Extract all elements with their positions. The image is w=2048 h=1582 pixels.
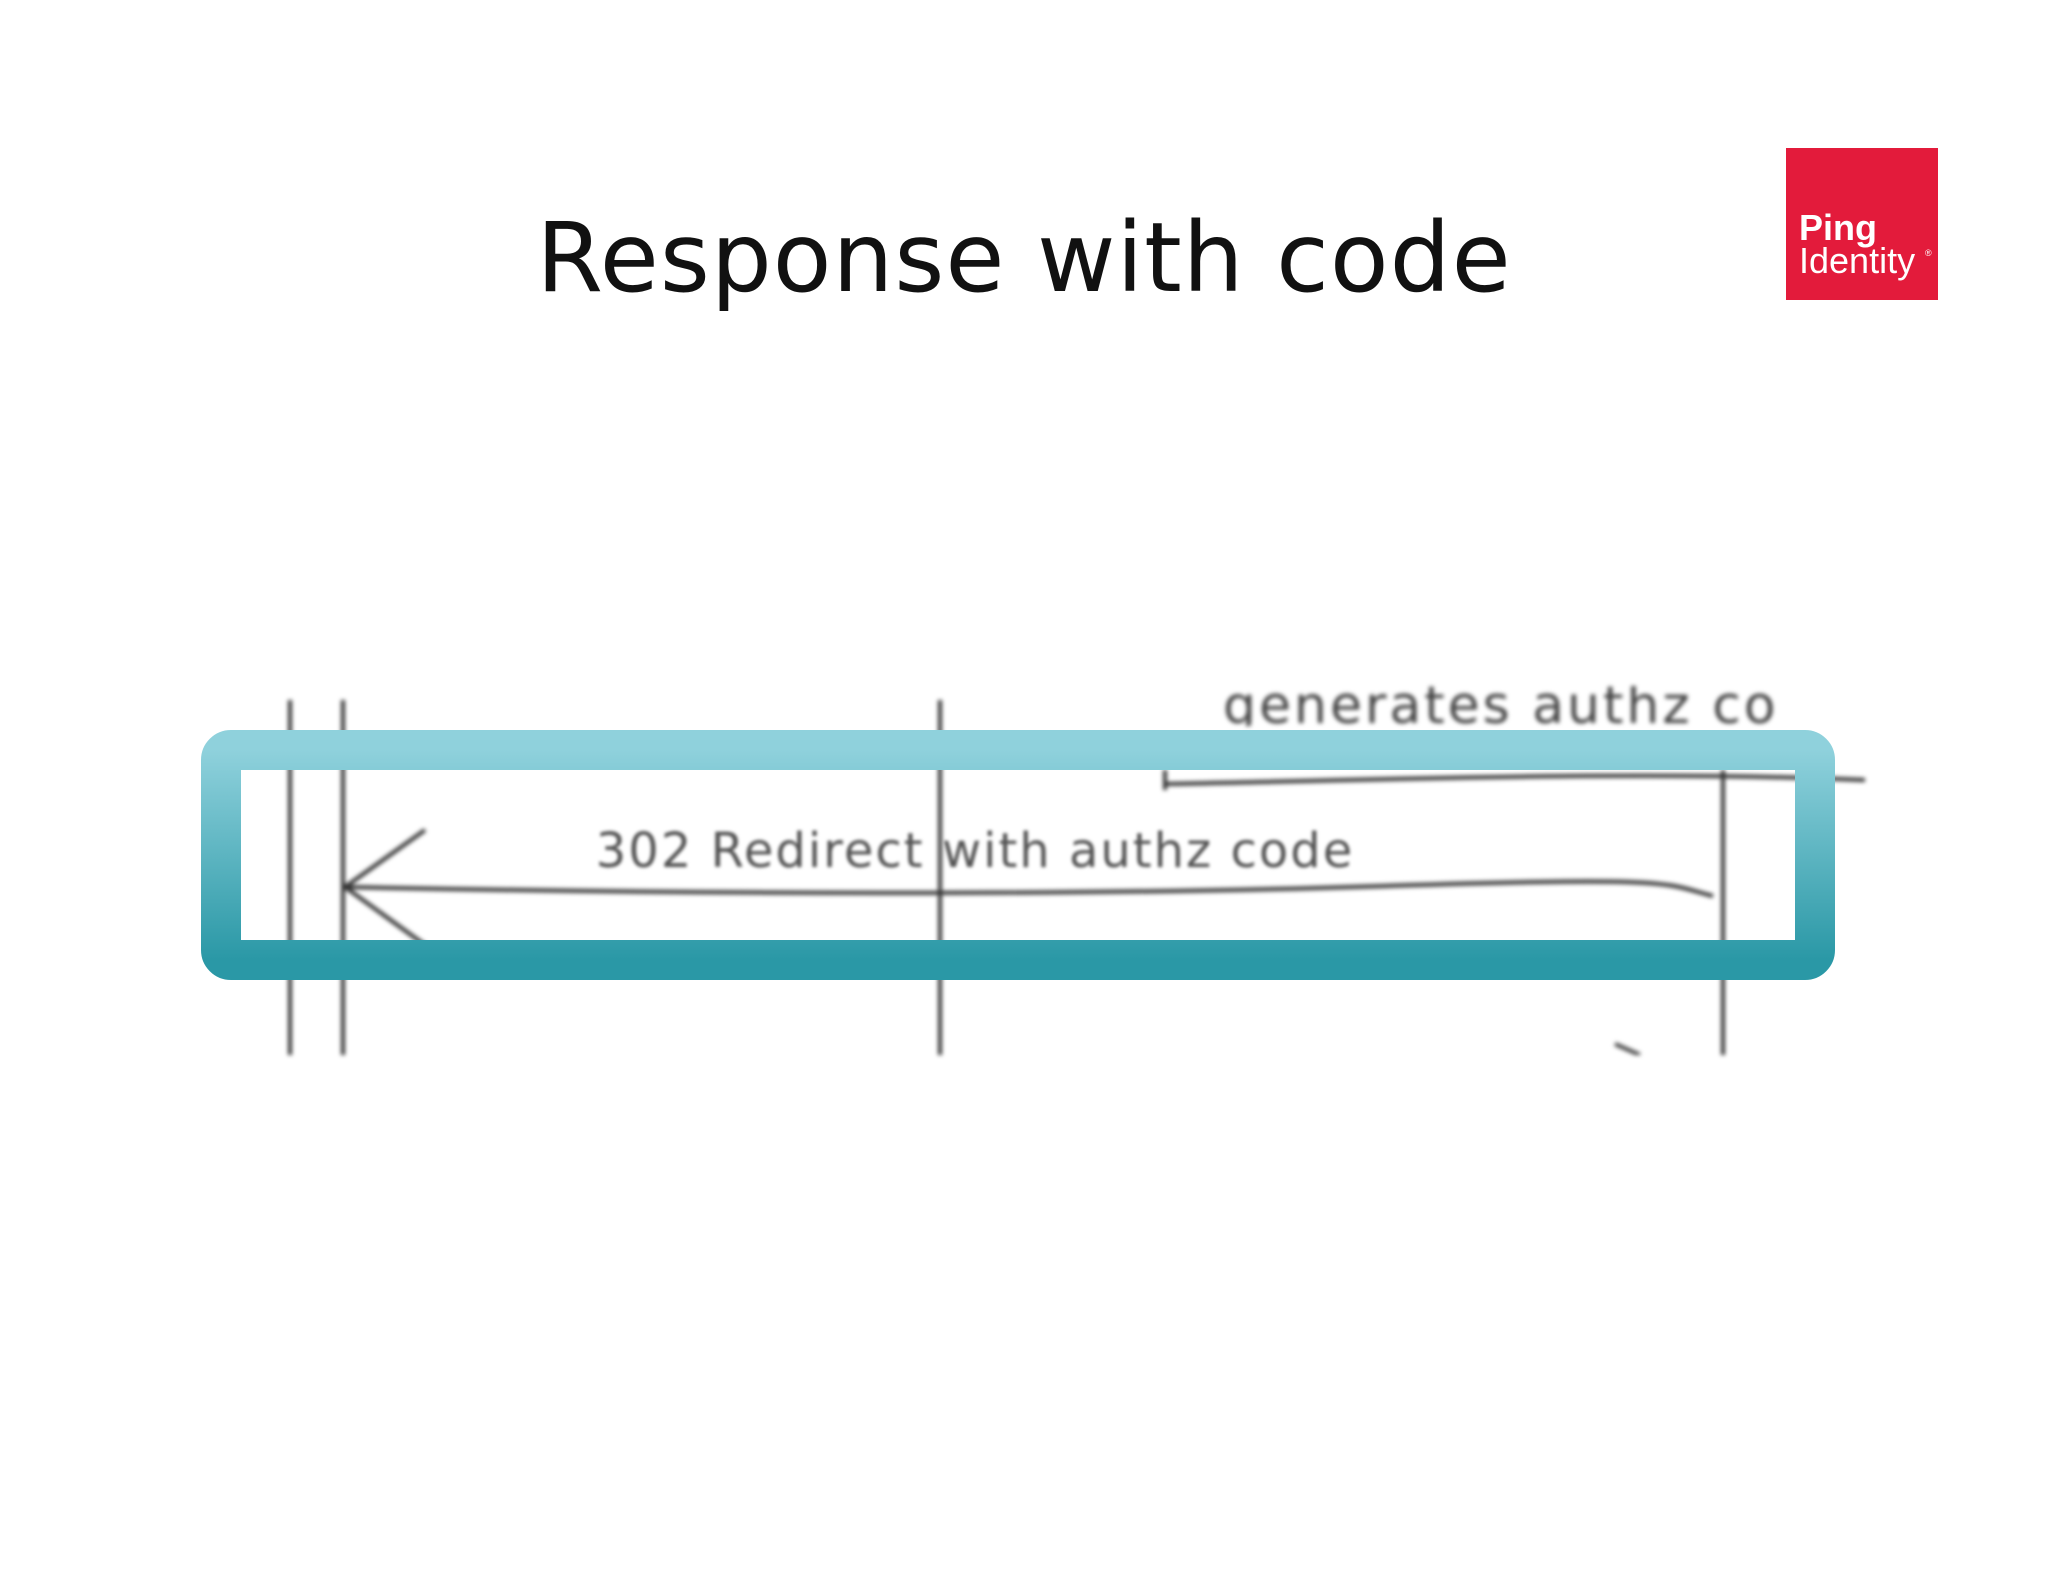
logo-line1: Ping xyxy=(1799,207,1877,248)
redirect-message-label: 302 Redirect with authz code xyxy=(595,823,1355,879)
logo-registered-mark: ® xyxy=(1925,248,1932,258)
sequence-diagram-crop: generates authz co 302 Redirect with aut… xyxy=(185,686,1865,1055)
logo-mark: Ping Identity ® xyxy=(1799,207,1932,281)
top-message-label: generates authz co xyxy=(1223,686,1779,726)
redirect-arrow-head xyxy=(341,828,427,947)
logo-line2: Identity xyxy=(1799,240,1915,281)
self-message-line xyxy=(1163,770,1865,790)
highlight-frame xyxy=(201,730,1835,980)
slide-title: Response with code xyxy=(536,202,1512,314)
ping-identity-logo: Ping Identity ® xyxy=(1786,148,1938,300)
redirect-arrow-line xyxy=(344,879,1714,898)
bottom-arrow-fragment xyxy=(1614,1042,1641,1055)
highlight-frame-rect xyxy=(201,730,1835,980)
